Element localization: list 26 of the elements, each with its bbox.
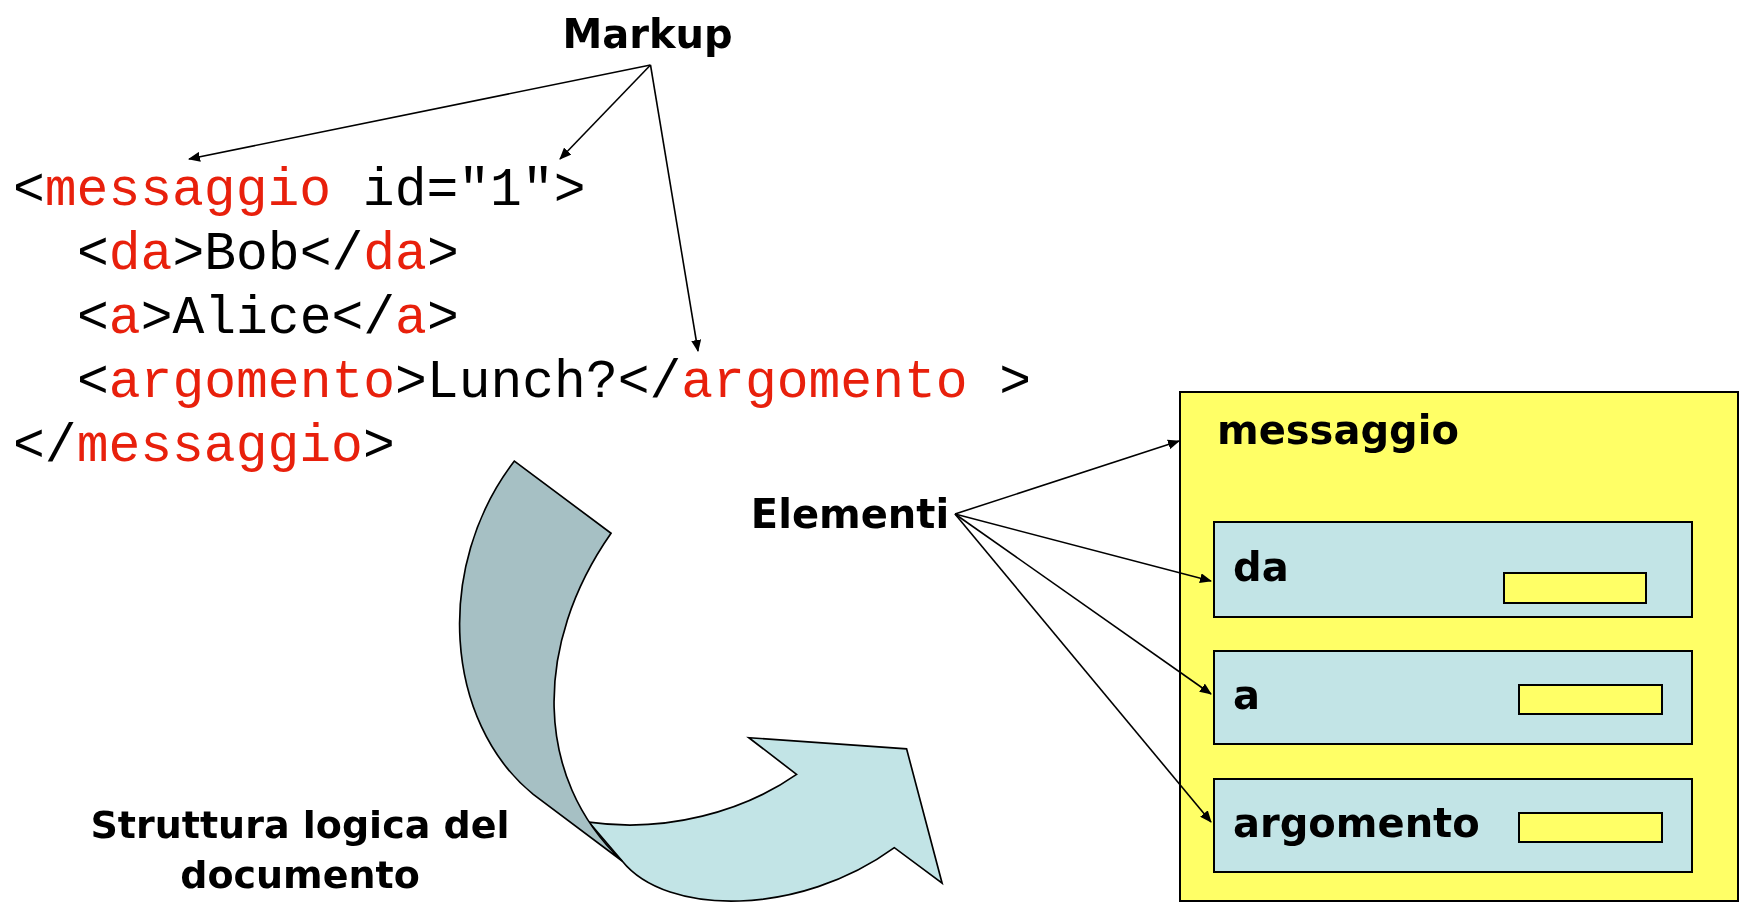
element-name: messaggio (1217, 407, 1459, 453)
code-line: </messaggio> (13, 415, 395, 479)
element-box (1179, 391, 1739, 902)
arrow (954, 513, 1212, 823)
leader-line (649, 64, 702, 352)
element-name: argomento (1233, 799, 1480, 846)
code-line: <argomento>Lunch?</argomento > (77, 351, 1032, 415)
leader-line (559, 64, 652, 160)
content-slot (1518, 812, 1663, 843)
child-element-box (1213, 521, 1693, 618)
code-line: <messaggio id="1"> (13, 159, 586, 223)
child-element-box (1213, 778, 1693, 873)
element-name: a (1233, 671, 1260, 718)
arrow (954, 513, 1212, 695)
element-name: da (1233, 543, 1289, 590)
code-line: <a>Alice</a> (77, 287, 459, 351)
heading-label: Markup (555, 5, 740, 63)
heading-label: Elementi (745, 486, 955, 542)
child-element-box (1213, 650, 1693, 745)
caption-label: Struttura logica del documento (89, 802, 511, 899)
arrow (954, 513, 1212, 584)
arrow (954, 439, 1180, 515)
code-line: <da>Bob</da> (77, 223, 459, 287)
leader-line (188, 64, 652, 162)
content-slot (1503, 572, 1647, 604)
content-slot (1518, 684, 1663, 715)
